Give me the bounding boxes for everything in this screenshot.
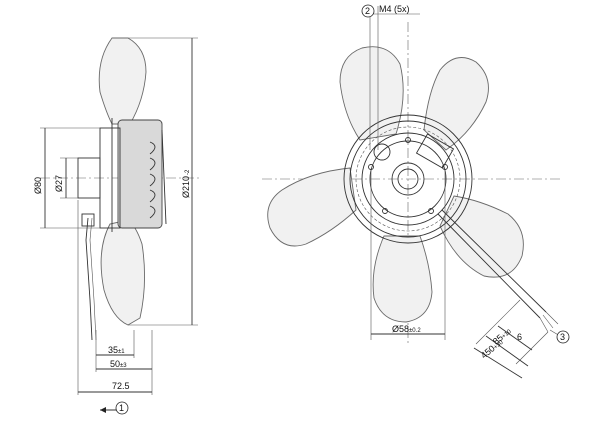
dim-shaft-dia: Ø27 <box>54 175 64 192</box>
mounting-holes <box>368 137 448 214</box>
dim-hub-dia: Ø80 <box>33 177 43 194</box>
blade-top-right <box>423 57 489 151</box>
dim-50: 50±3 <box>110 359 127 369</box>
rotor <box>361 132 455 226</box>
side-upper-blade <box>98 37 147 125</box>
front-blades <box>267 46 524 323</box>
dim-overall: 72.5 <box>112 381 130 391</box>
front-view: 2 M4 (5x) Ø58±0.2 6 85+10 450+30 3 <box>262 4 570 379</box>
cable-dims: 6 85+10 450+30 <box>473 299 549 379</box>
blade-right <box>439 195 524 278</box>
blade-bottom <box>372 235 433 323</box>
side-rotor-fins <box>149 141 156 219</box>
cable-ref: 3 <box>560 332 565 342</box>
side-view: Ø80 Ø27 Ø210-2 35±1 50±3 72.5 <box>33 37 200 415</box>
side-lower-blade <box>100 219 146 326</box>
dim-35: 35±1 <box>108 345 125 355</box>
screw-ref-marker <box>361 4 375 18</box>
dim-85: 85+10 <box>491 325 513 346</box>
hub-centre <box>391 162 425 196</box>
airflow-ref: 1 <box>119 403 124 413</box>
blade-left <box>267 167 357 247</box>
dim-screw: M4 (5x) <box>379 4 410 14</box>
dim-fan-dia: Ø210-2 <box>181 169 191 198</box>
outer-ring <box>343 114 473 244</box>
airflow-ref-marker <box>115 401 129 415</box>
label-plate <box>415 133 455 169</box>
dim-flange-dia: Ø58±0.2 <box>392 324 421 334</box>
side-cable <box>85 217 93 341</box>
cable-ref-marker <box>556 330 570 344</box>
screw-ref: 2 <box>365 6 370 16</box>
front-cable <box>437 213 541 319</box>
dim-6: 6 <box>517 332 522 342</box>
blade-top-left <box>339 46 404 141</box>
side-hub <box>117 119 163 229</box>
